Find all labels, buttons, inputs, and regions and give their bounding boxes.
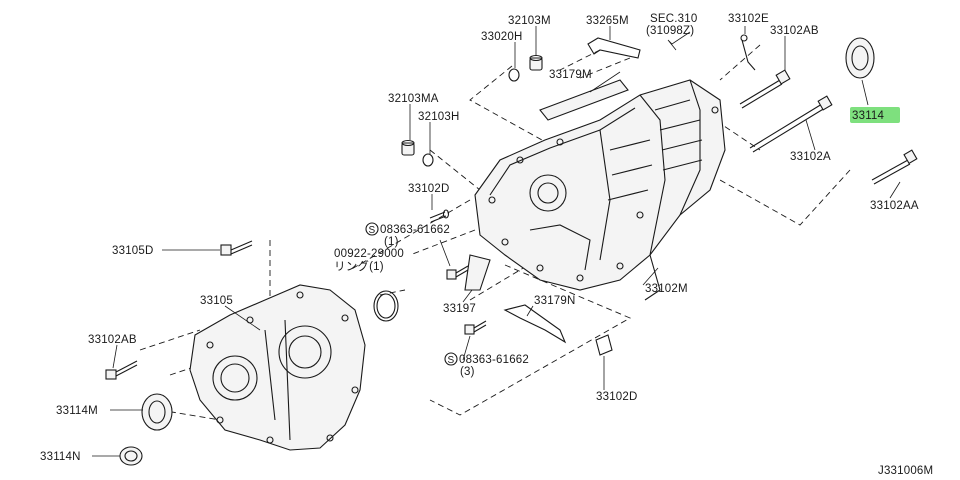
- stud-33102d-bottom: [595, 334, 613, 356]
- label-33020h: 33020H: [481, 31, 522, 43]
- screw-symbol-icon: S: [444, 352, 458, 366]
- part-33114-highlight: [850, 107, 900, 123]
- screw-symbol-icon: S: [365, 222, 379, 236]
- bolt-33102ab-left: [105, 360, 138, 380]
- label-32103ma: 32103MA: [388, 93, 439, 105]
- label-33102aa: 33102AA: [870, 200, 919, 212]
- transfer-case-housing: [474, 79, 726, 301]
- label-33102ab-top: 33102AB: [770, 25, 819, 37]
- rear-cover-housing: [189, 284, 366, 451]
- label-33179n: 33179N: [534, 295, 575, 307]
- label-33179m: 33179M: [549, 69, 592, 81]
- bracket-33265m: [587, 37, 641, 59]
- label-32103m: 32103M: [508, 15, 551, 27]
- diagram-reference-code: J331006M: [878, 465, 933, 477]
- label-33114m: 33114M: [56, 405, 98, 417]
- stud-33102d-top: [429, 209, 450, 223]
- screw-08363-61662-bottom: [464, 320, 487, 335]
- seal-33114m: [141, 393, 173, 431]
- label-sec310: SEC.310: [650, 13, 697, 25]
- bolt-33105d: [220, 240, 253, 256]
- label-08363-61662-top: 08363-61662: [380, 224, 450, 236]
- leader-lines: [92, 26, 901, 457]
- bolt-33102e: [740, 34, 756, 71]
- washer-32103h: [422, 153, 434, 167]
- bolt-33102ab-top: [739, 69, 791, 109]
- label-33102e: 33102E: [728, 13, 769, 25]
- label-33102a: 33102A: [790, 151, 831, 163]
- label-33265m: 33265M: [586, 15, 629, 27]
- label-33102ab-left: 33102AB: [88, 334, 137, 346]
- label-qty-1-top: (1): [384, 236, 399, 248]
- seal-33114: [845, 37, 875, 79]
- plug-32103m: [529, 54, 543, 71]
- o-ring-00922-29000: [373, 290, 399, 322]
- label-33114n: 33114N: [40, 451, 81, 463]
- label-ring-qty: リング(1): [334, 259, 384, 273]
- label-33102d-bottom: 33102D: [596, 391, 637, 403]
- label-00922-29000: 00922-29000: [334, 248, 404, 260]
- label-32103h: 32103H: [418, 111, 459, 123]
- bolt-33102a: [749, 95, 833, 153]
- plug-32103ma: [401, 139, 415, 156]
- label-33105d: 33105D: [112, 245, 153, 257]
- label-33102d-top: 33102D: [408, 183, 449, 195]
- screw-08363-61662-top: [446, 265, 469, 280]
- bracket-33179n: [503, 304, 567, 344]
- label-33114: 33114: [852, 110, 885, 122]
- washer-33020h: [508, 68, 520, 82]
- label-33105: 33105: [200, 295, 233, 307]
- label-qty-3-bottom: (3): [460, 366, 475, 378]
- svg-text:S: S: [448, 355, 455, 366]
- label-33102m: 33102M: [645, 283, 688, 295]
- label-08363-61662-bottom: 08363-61662: [459, 354, 529, 366]
- sensor-33197: [464, 254, 491, 291]
- seal-33114n: [119, 446, 143, 466]
- label-33197: 33197: [443, 303, 476, 315]
- svg-text:S: S: [369, 225, 376, 236]
- label-31098z: (31098Z): [646, 25, 694, 37]
- bolt-33102aa: [871, 149, 918, 185]
